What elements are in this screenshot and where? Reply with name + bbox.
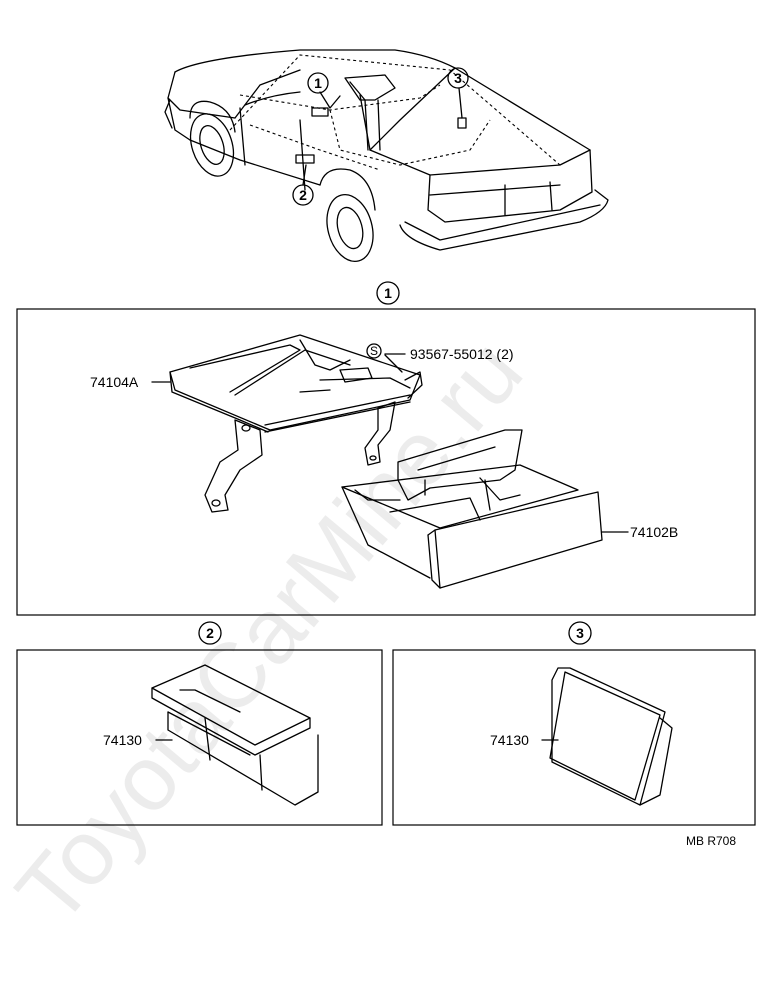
box-p2-drawing [151,664,319,806]
box-p2-part-number: 74130 [103,732,142,748]
screw-symbol: S [370,344,378,358]
watermark: ToyotaCarMine.ru [0,321,542,943]
panel-3-header: 3 [568,621,592,645]
callout-3-car: 3 [447,67,469,89]
panel-1-index: 1 [384,285,392,301]
drawer-part-number: 74102B [630,524,678,540]
box-p3-drawing [549,667,673,806]
screw-label-group: S 93567-55012 (2) [366,343,514,373]
panel-2-index: 2 [206,625,214,641]
callout-2-car: 2 [292,184,314,206]
panel-2-frame [16,649,383,826]
panel-2-header: 2 [198,621,222,645]
panel-1-header: 1 [376,281,400,305]
panel-1-frame [16,308,756,616]
callout-1-label: 1 [314,75,322,91]
panel-3-frame [392,649,756,826]
bracket-label-group: 74104A [90,374,171,390]
drawer-label-group: 74102B [601,524,678,540]
callout-2-label: 2 [299,187,307,203]
box-p2-label-group: 74130 [103,732,173,748]
callout-3-label: 3 [454,70,462,86]
screw-part-number: 93567-55012 (2) [410,346,514,362]
box-p3-part-number: 74130 [490,732,529,748]
callout-1-car: 1 [307,72,329,94]
bracket-drawing [169,334,423,513]
drawer-box-drawing [341,429,603,589]
box-p3-label-group: 74130 [490,732,559,748]
panel-3-index: 3 [576,625,584,641]
bracket-part-number: 74104A [90,374,139,390]
car-illustration [164,49,609,262]
diagram-code: MB R708 [686,834,736,848]
